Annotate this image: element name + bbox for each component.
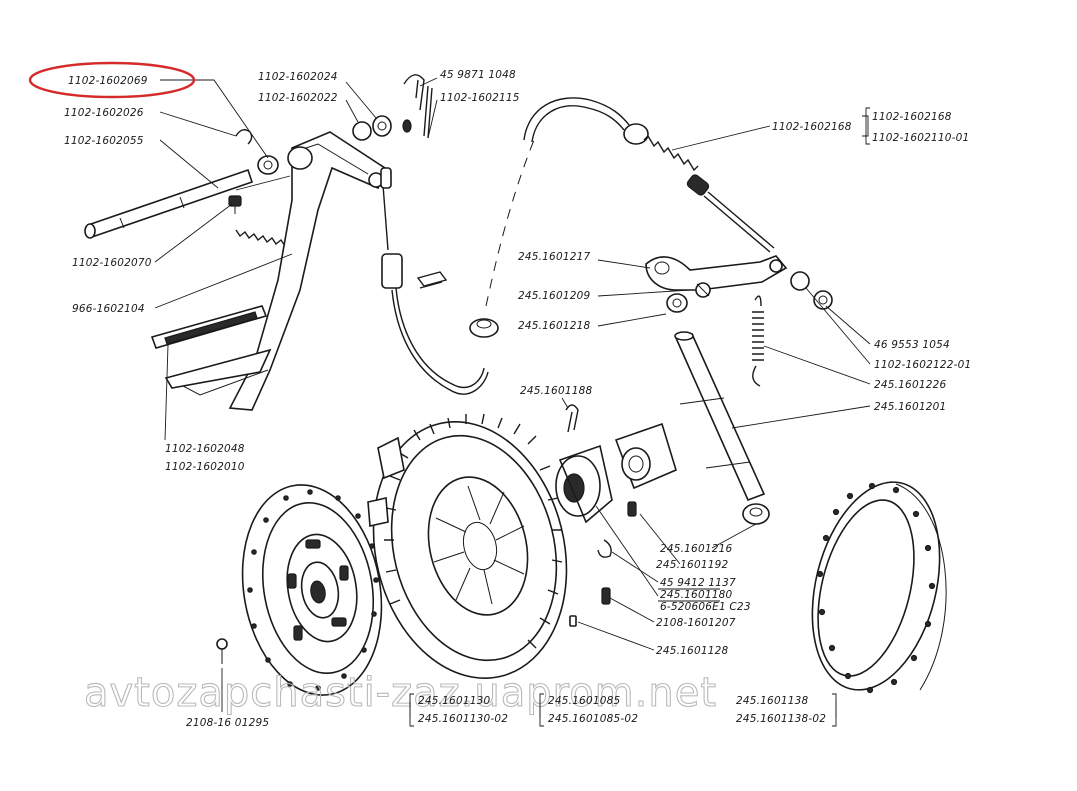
label-6-520606: 6-520606Е1 С23	[660, 601, 751, 613]
label-1102-1602055: 1102-1602055	[64, 135, 144, 147]
label-245-1601188: 245.1601188	[520, 385, 592, 397]
cover-rim-hatching	[384, 413, 563, 649]
label-45-9412-1137: 45 9412 1137	[660, 577, 736, 589]
label-brackets	[409, 107, 870, 727]
leader-lines	[154, 77, 871, 718]
release-bearing	[555, 444, 613, 524]
label-245-1601128: 245.1601128	[656, 645, 728, 657]
label-1102-1602024: 1102-1602024	[258, 71, 338, 83]
label-245-1601217: 245.1601217	[518, 251, 590, 263]
label-245-1601226: 245.1601226	[874, 379, 946, 391]
bearing-spring-clip	[597, 539, 612, 558]
label-2108-1601207: 2108-1601207	[656, 617, 736, 629]
label-1102-1602110-01: 1102-1602110-01	[872, 132, 969, 144]
label-245-1601130-02: 245.1601130-02	[418, 713, 508, 725]
label-245-1601209: 245.1601209	[518, 290, 590, 302]
label-1102-1602070: 1102-1602070	[72, 257, 152, 269]
label-245-1601218: 245.1601218	[518, 320, 590, 332]
fork-nut	[790, 271, 833, 310]
label-245-1601138-02: 245.1601138-02	[736, 713, 826, 725]
label-1102-1602010: 1102-1602010	[165, 461, 245, 473]
retaining-clip	[235, 129, 253, 145]
cotter-pin	[423, 85, 433, 139]
guide-bolt	[627, 501, 637, 517]
pressure-plate-bolt	[601, 587, 611, 605]
fork-bushing-top	[666, 293, 688, 313]
bearing-clip	[565, 404, 579, 433]
label-1102-1602048: 1102-1602048	[165, 443, 245, 455]
diaphragm-fingers	[433, 485, 525, 605]
pedal-pad	[150, 305, 272, 389]
clutch-cable	[380, 97, 775, 395]
part-labels: 1102-1602069 1102-1602026 1102-1602055 1…	[64, 69, 971, 729]
label-1102-1602069: 1102-1602069	[68, 75, 148, 87]
fork-bolt	[695, 282, 711, 298]
spring-clip	[403, 74, 425, 111]
label-966-1602104: 966-1602104	[72, 303, 145, 315]
flywheel-ring	[811, 481, 947, 694]
label-245-1601192: 245.1601192	[656, 559, 728, 571]
label-1102-1602026: 1102-1602026	[64, 107, 144, 119]
damper-springs	[287, 539, 349, 641]
label-46-9553-1054: 46 9553 1054	[874, 339, 950, 351]
fork-lever	[645, 255, 788, 291]
watermark: avtozapchasti-zaz.uaprom.net	[84, 670, 717, 716]
clutch-disc	[241, 484, 383, 696]
pedal-bolt	[228, 195, 242, 214]
fork-bushing-bottom	[742, 503, 770, 525]
label-245-1601201: 245.1601201	[874, 401, 946, 413]
label-245-1601216: 245.1601216	[660, 543, 732, 555]
label-245-1601085: 245.1601085	[548, 695, 620, 707]
label-245-1601138: 245.1601138	[736, 695, 808, 707]
label-2108-16-01295: 2108-16 01295	[186, 717, 269, 729]
label-1102-1602115: 1102-1602115	[440, 92, 520, 104]
label-1102-1602168-a: 1102-1602168	[772, 121, 852, 133]
label-1102-1602168-b: 1102-1602168	[872, 111, 952, 123]
label-1102-1602022: 1102-1602022	[258, 92, 338, 104]
pedal-top-bushings	[352, 115, 412, 141]
friction-lining	[247, 489, 379, 691]
fork-return-spring	[752, 295, 764, 387]
disc-screw	[216, 638, 228, 664]
dowel-pin	[569, 615, 577, 627]
cable-adjuster	[623, 123, 775, 253]
pedal-assembly	[84, 74, 433, 411]
bearing-guide-sleeve	[614, 422, 677, 490]
fork-shaft	[674, 331, 766, 502]
label-1102-1602122-01: 1102-1602122-01	[874, 359, 971, 371]
label-245-1601085-02: 245.1601085-02	[548, 713, 638, 725]
label-245-1601130: 245.1601130	[418, 695, 490, 707]
label-245-1601180: 245.1601180	[660, 589, 732, 601]
release-fork-assembly	[645, 255, 833, 525]
flywheel-holes	[816, 482, 936, 694]
pedal-shaft	[84, 168, 254, 239]
pressure-plate	[367, 413, 568, 679]
highlight-ellipse	[28, 61, 196, 99]
label-45-9871-1048: 45 9871 1048	[440, 69, 516, 81]
pedal-bushing	[257, 155, 279, 175]
release-bearing-assembly	[555, 404, 677, 558]
